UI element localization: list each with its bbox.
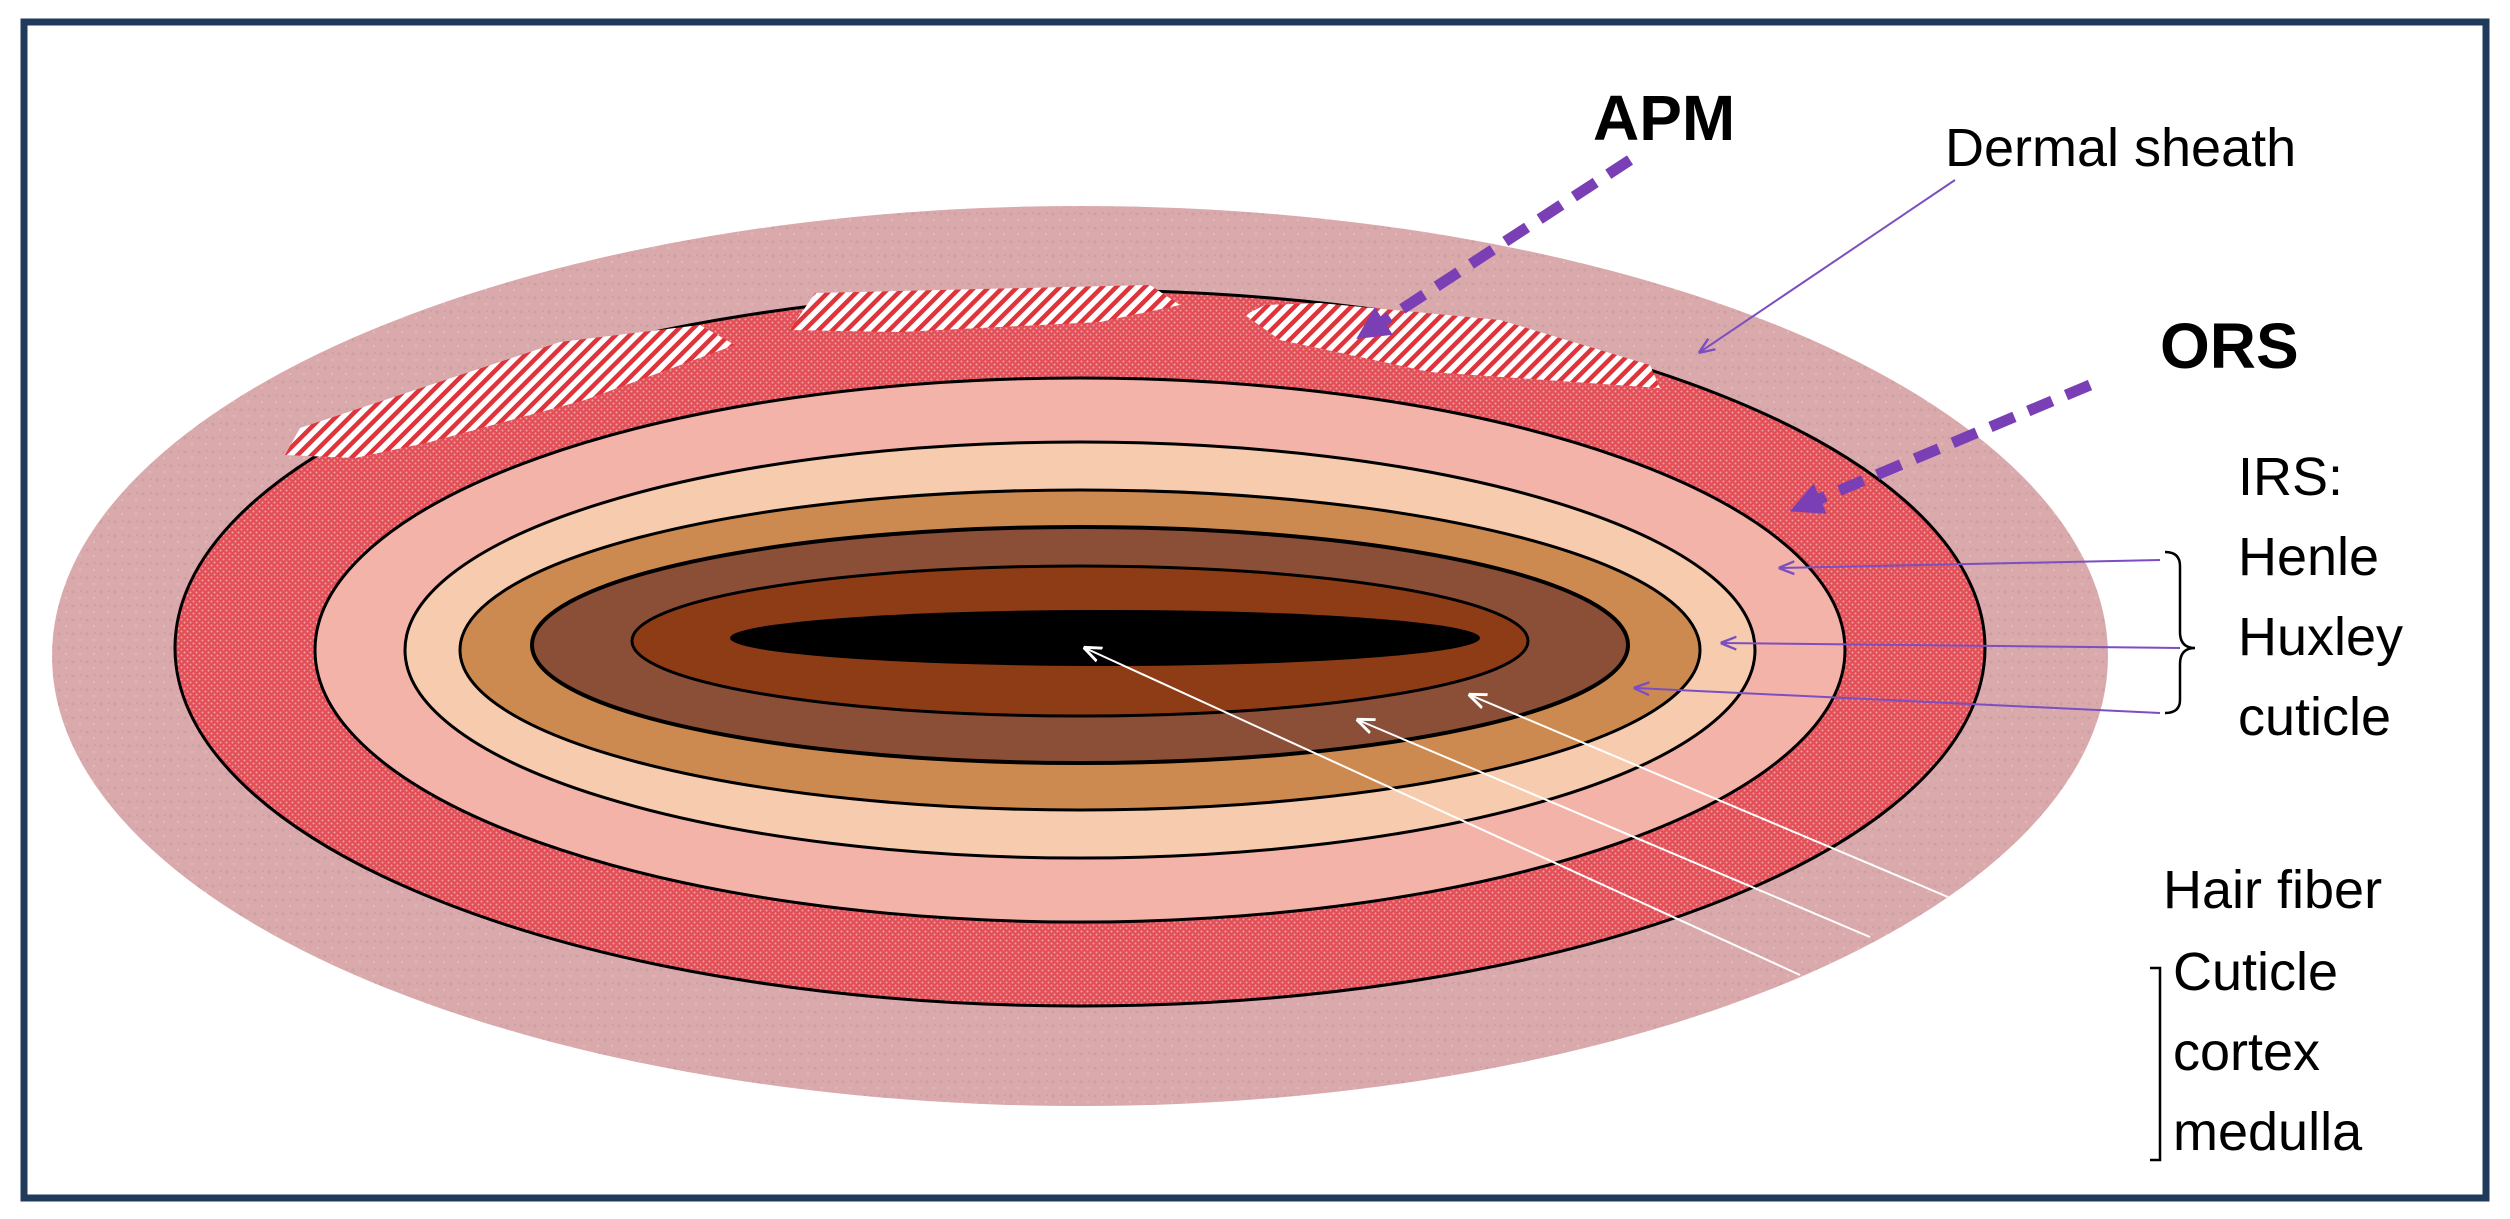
medulla-label: medulla [2173,1102,2363,1162]
huxley-label: Huxley [2238,607,2403,667]
fiber-cuticle-label: Cuticle [2173,942,2338,1002]
irs-heading-label: IRS: [2238,447,2343,507]
apm-label: APM [1593,82,1735,154]
ors-label: ORS [2160,310,2299,382]
henle-label: Henle [2238,527,2379,587]
hair-fiber-label: Hair fiber [2163,860,2382,920]
dermal-sheath-label: Dermal sheath [1945,118,2296,178]
irs-cuticle-label: cuticle [2238,687,2391,747]
cortex-label: cortex [2173,1022,2320,1082]
